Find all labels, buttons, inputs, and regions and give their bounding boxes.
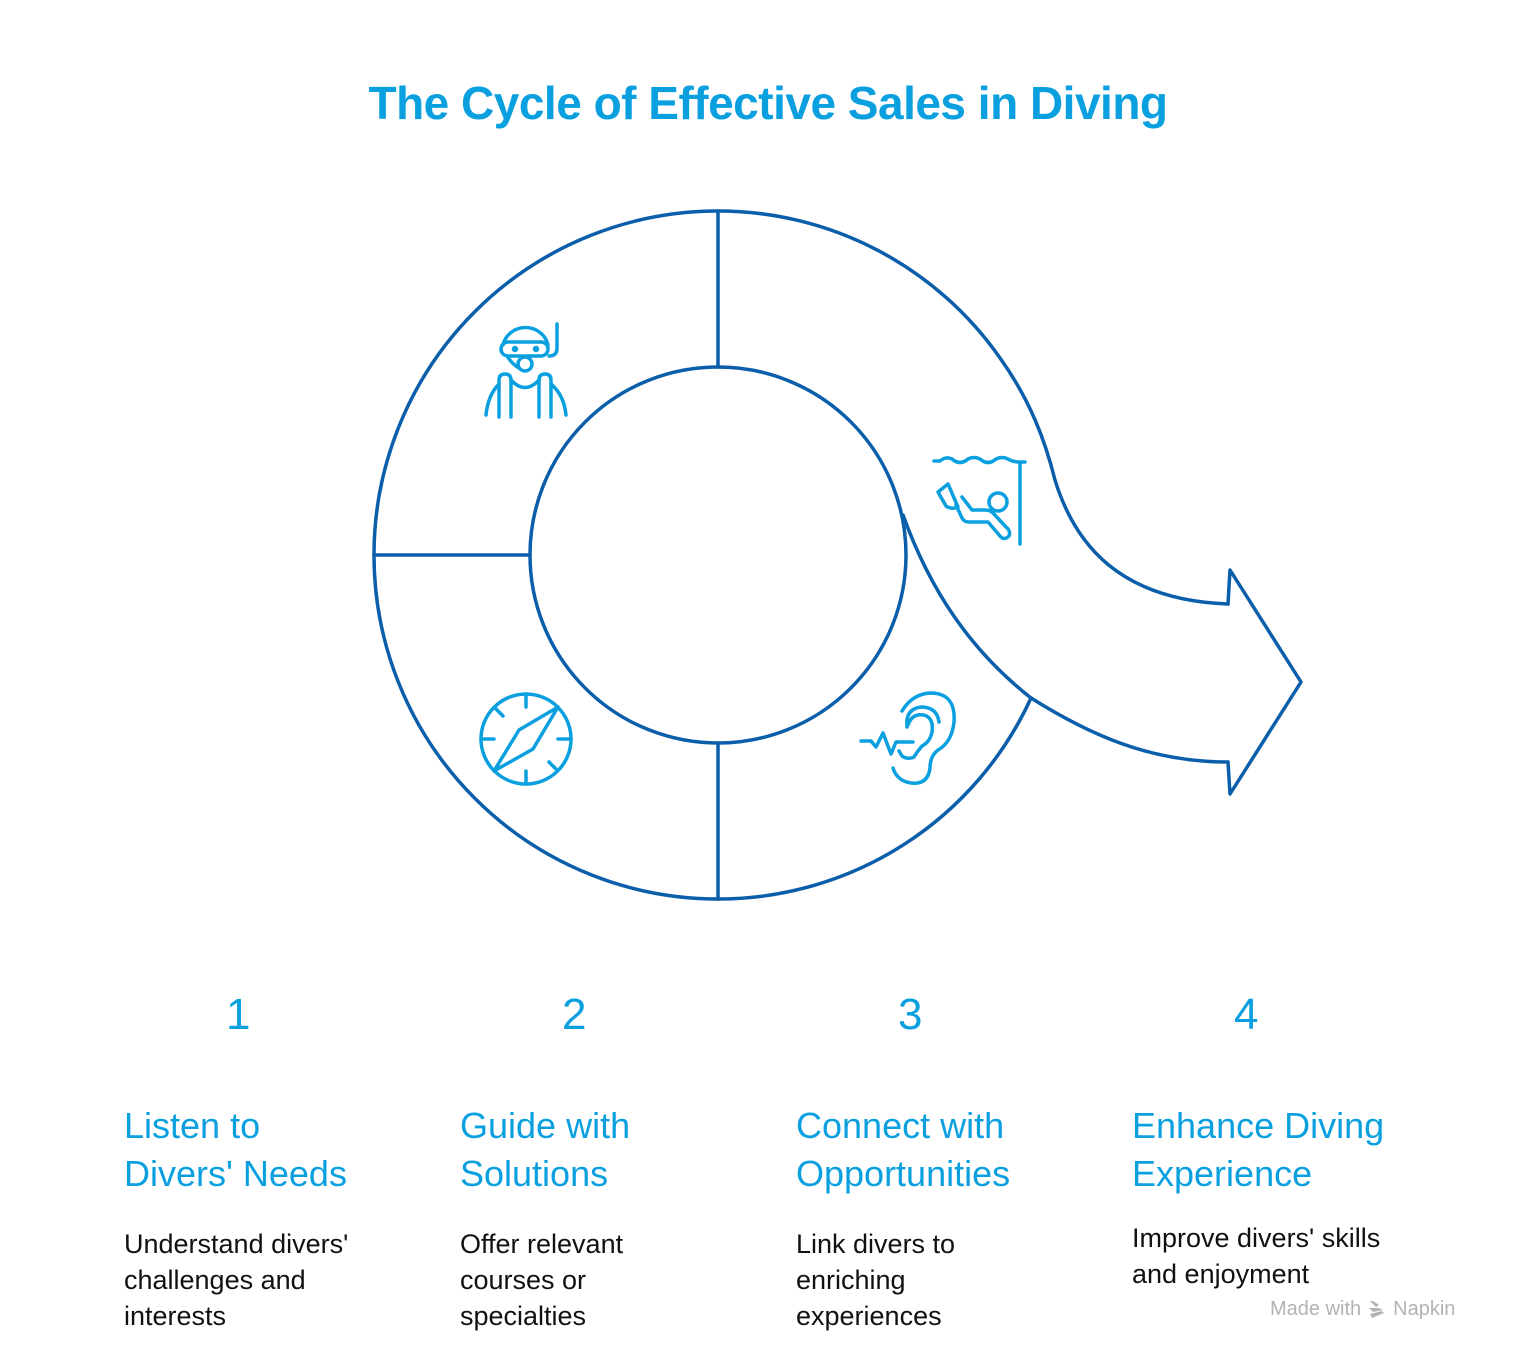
step-number: 3 [898,990,923,1039]
napkin-logo-icon [1369,1300,1385,1318]
compass-icon [479,692,573,786]
page-title: The Cycle of Effective Sales in Diving [368,77,1168,129]
step-description: Understand divers' challenges and intere… [124,1229,349,1331]
outer-ring-bottom-right-arc [716,696,1033,901]
scuba-diver-underwater-icon [932,455,1027,546]
arrow-lower-edge [901,513,1230,764]
arrow-head [1226,568,1303,796]
snorkeler-icon [484,322,568,419]
watermark-prefix: Made with [1270,1298,1362,1320]
inner-circle [528,365,908,745]
step-number: 4 [1234,990,1259,1039]
step-title: Connect with Opportunities [796,1105,1011,1194]
step-description: Link divers to enriching experiences [796,1229,956,1331]
step-title: Enhance Diving Experience [1132,1105,1385,1194]
ear-listening-icon [859,691,956,785]
step-title: Guide with Solutions [460,1105,631,1194]
step-description: Improve divers' skills and enjoyment [1132,1223,1381,1289]
step-number: 1 [226,990,251,1039]
step-title: Listen to Divers' Needs [124,1105,347,1194]
napkin-watermark[interactable]: Made with Napkin [1270,1298,1455,1321]
watermark-brand: Napkin [1393,1298,1456,1320]
step-number: 2 [562,990,587,1039]
step-description: Offer relevant courses or specialties [460,1229,624,1331]
outer-ring-arc [372,209,1230,901]
